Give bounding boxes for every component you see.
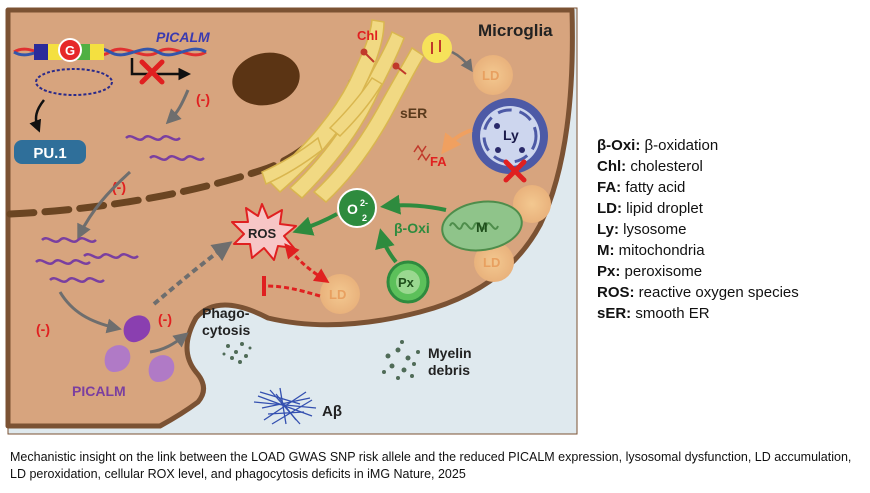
lipid-droplets	[320, 55, 551, 314]
arrow-ly-to-fa	[441, 128, 473, 155]
abeta-label: Aβ	[322, 403, 342, 420]
abbreviation-legend: β-Oxi: β-oxidation Chl: cholesterol FA: …	[597, 135, 799, 324]
cholesterol-vesicle	[422, 33, 452, 63]
pu1-box	[14, 140, 86, 164]
legend-key: LD:	[597, 200, 622, 217]
arrow-translation	[58, 291, 122, 334]
phago-label-2: cytosis	[202, 322, 250, 338]
fa-label: FA	[430, 154, 447, 169]
arrow-to-phagocytosis	[149, 332, 189, 354]
legend-value: β-oxidation	[640, 137, 719, 154]
legend-row: β-Oxi: β-oxidation	[597, 135, 799, 156]
vesicle-cholesterol	[431, 40, 441, 54]
m-label: M	[476, 219, 488, 235]
cholesterol-molecules	[360, 48, 407, 75]
legend-row: Chl: cholesterol	[597, 156, 799, 177]
arrow-o2-to-ros	[292, 212, 338, 236]
superoxide-circle	[337, 188, 377, 228]
legend-key: FA:	[597, 179, 622, 196]
ser-label: sER	[400, 105, 427, 121]
legend-value: lysosome	[618, 221, 687, 238]
beta-oxi-label: β-Oxi	[394, 220, 430, 236]
inhibit-label-2: (-)	[112, 179, 126, 195]
lysosome-block-x-icon	[503, 159, 527, 183]
arrow-export	[77, 170, 132, 240]
legend-key: sER:	[597, 305, 632, 322]
arrow-to-pu1	[29, 99, 45, 133]
nuclear-mrna	[125, 135, 205, 161]
arrow-vesicle-to-ld	[451, 50, 473, 73]
tss-arrow	[130, 58, 191, 81]
legend-value: smooth ER	[631, 305, 710, 322]
myelin-label-2: debris	[428, 362, 470, 378]
legend-value: peroxisome	[620, 263, 703, 280]
legend-row: LD: lipid droplet	[597, 198, 799, 219]
gene-label: PICALM	[156, 29, 210, 45]
snp-label: G	[65, 43, 75, 58]
dashed-arrow-to-ros	[152, 241, 233, 306]
o2-superscript: 2-	[360, 198, 368, 208]
o2-label: O	[347, 201, 358, 217]
ros-label: ROS	[248, 226, 277, 241]
px-label: Px	[398, 275, 415, 290]
arrow-m-to-o2	[380, 194, 447, 215]
arrow-transcription	[165, 89, 190, 125]
ld-label-2: LD	[329, 287, 346, 302]
ld-label-3: LD	[483, 255, 500, 270]
phago-label-1: Phago-	[202, 305, 250, 321]
picalm-protein-label: PICALM	[72, 383, 126, 399]
ros-burst	[231, 203, 297, 261]
cytoplasmic-mrna	[35, 237, 139, 283]
fatty-acid-icon	[413, 144, 431, 162]
legend-value: cholesterol	[626, 158, 703, 175]
legend-value: lipid droplet	[622, 200, 703, 217]
legend-row: Px: peroxisome	[597, 261, 799, 282]
legend-row: M: mitochondria	[597, 240, 799, 261]
legend-row: sER: smooth ER	[597, 303, 799, 324]
o2-subscript: 2	[362, 213, 367, 223]
ros-ld-loop-arrow	[284, 243, 330, 283]
ld-inhibit-line	[265, 284, 321, 298]
ly-label: Ly	[503, 127, 519, 143]
inhibit-label-1: (-)	[196, 91, 210, 107]
ld-label-1: LD	[482, 68, 499, 83]
phagocytosed-debris	[222, 342, 252, 364]
legend-value: reactive oxygen species	[634, 284, 799, 301]
chl-label: Chl	[357, 28, 378, 43]
nucleolus	[232, 52, 300, 106]
figure-caption: Mechanistic insight on the link between …	[10, 450, 852, 481]
snp-marker	[58, 38, 82, 62]
inhibit-label-4: (-)	[158, 311, 172, 327]
legend-value: mitochondria	[614, 242, 705, 259]
peroxisome-core	[396, 270, 420, 294]
cell-label: Microglia	[478, 21, 553, 40]
amyloid-beta-fibrils	[253, 387, 317, 425]
legend-key: Chl:	[597, 158, 627, 175]
arrow-px-to-o2	[375, 228, 398, 264]
mitochondrion	[441, 200, 523, 252]
legend-key: ROS:	[597, 284, 635, 301]
myelin-debris	[382, 340, 420, 380]
legend-row: FA: fatty acid	[597, 177, 799, 198]
inhibit-label-3: (-)	[36, 321, 50, 337]
legend-key: Px:	[597, 263, 621, 280]
legend-value: fatty acid	[621, 179, 686, 196]
transcription-block-x-icon	[139, 59, 165, 85]
legend-key: β-Oxi:	[597, 137, 641, 154]
pu1-label: PU.1	[33, 145, 66, 162]
lysosome	[472, 98, 548, 174]
picalm-proteins	[104, 315, 175, 382]
legend-row: ROS: reactive oxygen species	[597, 282, 799, 303]
enhancer-loop	[35, 68, 113, 96]
legend-key: Ly:	[597, 221, 619, 238]
myelin-label-1: Myelin	[428, 345, 472, 361]
smooth-er	[261, 19, 426, 203]
legend-row: Ly: lysosome	[597, 219, 799, 240]
legend-key: M:	[597, 242, 615, 259]
